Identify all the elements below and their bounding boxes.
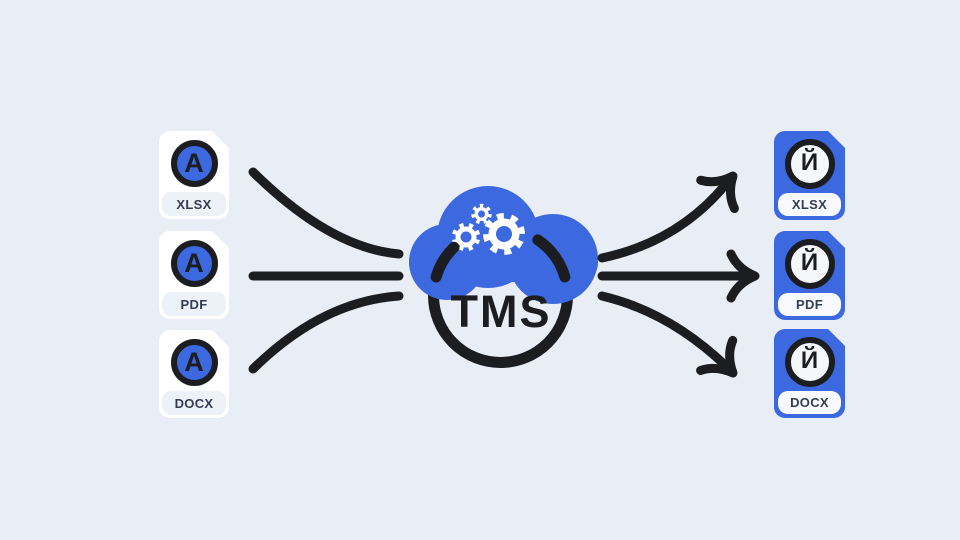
file-format-label: PDF	[796, 297, 823, 312]
target-file-card-docx: Й DOCX	[774, 329, 845, 418]
file-format-chip: PDF	[778, 293, 841, 316]
source-file-card-xlsx: A XLSX	[159, 131, 229, 219]
target-language-letter: Й	[800, 249, 819, 276]
outgoing-arrowhead-middle-icon	[726, 249, 760, 303]
file-format-chip: PDF	[162, 292, 226, 316]
file-format-chip: DOCX	[778, 391, 841, 414]
incoming-arrow-bottom-icon	[248, 291, 404, 374]
source-language-letter: A	[184, 347, 204, 377]
gears-icon	[451, 203, 525, 255]
target-file-card-xlsx: Й XLSX	[774, 131, 845, 220]
target-file-card-pdf: Й PDF	[774, 231, 845, 320]
source-file-card-docx: A DOCX	[159, 330, 229, 418]
source-language-letter: A	[184, 148, 204, 178]
file-format-label: XLSX	[791, 197, 828, 212]
file-format-chip: XLSX	[778, 193, 841, 216]
target-language-badge-icon: Й	[785, 139, 835, 189]
target-language-badge-icon: Й	[785, 239, 835, 289]
target-language-letter: Й	[800, 149, 819, 176]
source-file-card-pdf: A PDF	[159, 231, 229, 319]
target-language-letter: Й	[800, 347, 819, 374]
file-format-chip: DOCX	[162, 391, 226, 415]
file-format-label: DOCX	[174, 395, 214, 411]
source-language-letter: A	[184, 248, 204, 278]
file-format-label: XLSX	[176, 196, 212, 212]
source-language-badge-icon: A	[171, 140, 218, 187]
source-language-badge-icon: A	[171, 240, 218, 287]
outgoing-arrow-bottom-icon	[597, 291, 732, 372]
outgoing-arrow-top-icon	[597, 179, 731, 263]
outgoing-arrows	[597, 171, 760, 378]
tms-circle-overlap-left-icon	[430, 241, 460, 283]
incoming-arrow-top-icon	[248, 167, 404, 259]
source-language-badge-icon: A	[171, 339, 218, 386]
target-language-badge-icon: Й	[785, 337, 835, 387]
file-format-label: PDF	[180, 296, 208, 312]
outgoing-arrowhead-bottom-icon	[696, 335, 738, 378]
file-format-label: DOCX	[790, 395, 829, 410]
hub-label: TMS	[451, 286, 552, 337]
outgoing-arrowhead-top-icon	[696, 171, 739, 214]
file-format-chip: XLSX	[162, 192, 226, 216]
tms-circle-overlap-right-icon	[532, 234, 571, 283]
incoming-arrows	[248, 167, 404, 374]
